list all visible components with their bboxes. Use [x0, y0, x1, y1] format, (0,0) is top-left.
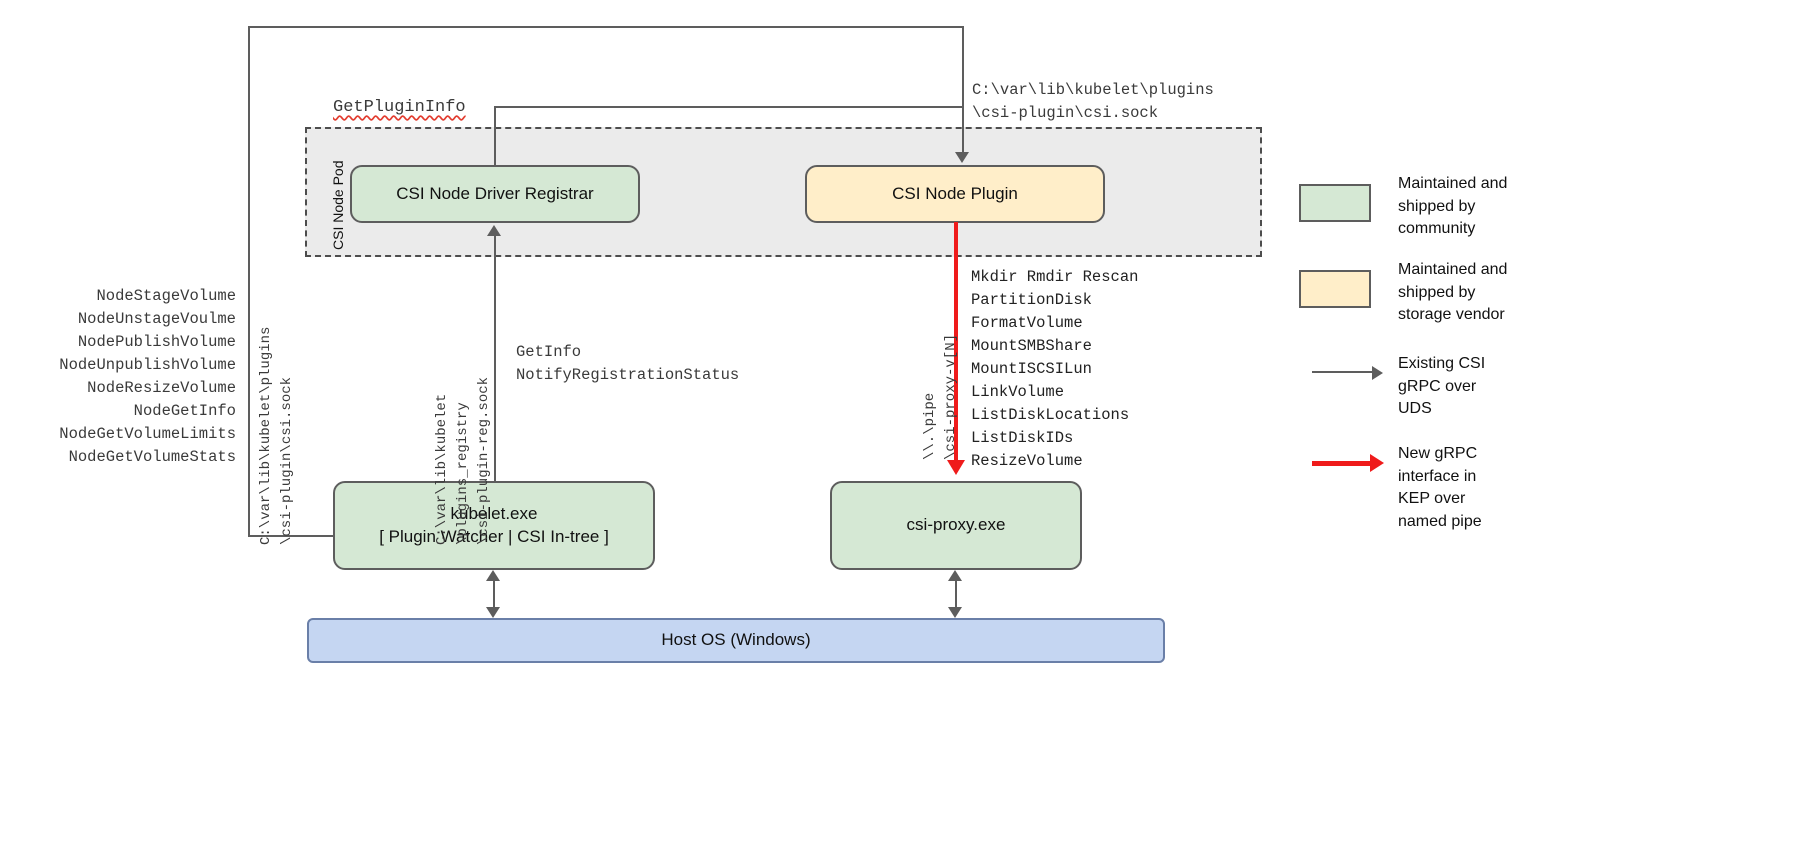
legend-swatch-community — [1299, 184, 1371, 222]
legend-swatch-storage-vendor — [1299, 270, 1371, 308]
edge-kubelet-to-plugin-seg-left — [248, 535, 335, 537]
label-registration-sock-path: C:\var\lib\kubelet \plugins_registry \cs… — [434, 376, 492, 545]
edge-kubelet-to-plugin-arrowhead — [955, 152, 969, 163]
legend-arrow-gray-head — [1372, 366, 1383, 380]
label-named-pipe-path: \\.\pipe \csi-proxy-v[N] — [922, 333, 959, 460]
legend-text-community: Maintained and shipped by community — [1398, 175, 1508, 238]
edge-plugin-to-csiproxy-arrowhead — [947, 460, 965, 475]
node-kubelet-exe[interactable]: kubelet.exe [ Plugin Watcher | CSI In-tr… — [333, 481, 655, 570]
node-kubelet-exe-title: kubelet.exe — [450, 504, 538, 524]
edge-csiproxy-to-hostos-arrowhead-up — [948, 570, 962, 581]
label-registration-calls: GetInfo NotifyRegistrationStatus — [516, 343, 740, 384]
node-csi-node-plugin-label: CSI Node Plugin — [892, 183, 1018, 203]
list-node-service-calls: NodeStageVolume NodeUnstageVoulme NodePu… — [8, 285, 236, 469]
legend-arrow-red-line — [1312, 461, 1374, 466]
edge-kubelet-to-plugin-seg-rail — [248, 26, 250, 537]
edge-kubelet-to-hostos-arrowhead-down — [486, 607, 500, 618]
node-host-os-label: Host OS (Windows) — [661, 630, 811, 650]
edge-getplugininfo-seg-across — [494, 106, 964, 108]
legend-text-new-grpc-kep: New gRPC interface in KEP over named pip… — [1398, 445, 1482, 531]
legend-arrow-gray-line — [1312, 371, 1374, 373]
edge-csiproxy-to-hostos — [955, 578, 957, 610]
node-host-os[interactable]: Host OS (Windows) — [307, 618, 1165, 663]
list-csi-proxy-apis: Mkdir Rmdir Rescan PartitionDisk FormatV… — [971, 266, 1138, 472]
csi-proxy-apis-text: Mkdir Rmdir Rescan PartitionDisk FormatV… — [971, 268, 1139, 470]
edge-kubelet-to-registrar — [494, 236, 496, 482]
legend-text-storage-vendor: Maintained and shipped by storage vendor — [1398, 261, 1508, 324]
node-csi-node-plugin[interactable]: CSI Node Plugin — [805, 165, 1105, 223]
edge-kubelet-to-hostos — [493, 578, 495, 610]
edge-kubelet-to-plugin-seg-down — [962, 26, 964, 158]
edge-plugin-to-csiproxy-red — [954, 222, 958, 462]
csi-node-pod-label: CSI Node Pod — [330, 160, 346, 251]
edge-csiproxy-to-hostos-arrowhead-down — [948, 607, 962, 618]
label-get-plugin-info: GetPluginInfo — [333, 98, 466, 117]
label-plugin-socket-path: C:\var\lib\kubelet\plugins \csi-plugin\c… — [972, 81, 1214, 122]
legend-text-existing-csi-grpc: Existing CSI gRPC over UDS — [1398, 355, 1486, 418]
edge-kubelet-to-hostos-arrowhead-up — [486, 570, 500, 581]
label-uds-path-left: C:\var\lib\kubelet\plugins \csi-plugin\c… — [258, 326, 295, 545]
edge-getplugininfo-seg-up — [494, 106, 496, 166]
legend-arrow-red-head — [1370, 454, 1384, 472]
node-service-calls-text: NodeStageVolume NodeUnstageVoulme NodePu… — [59, 287, 236, 466]
node-csi-node-driver-registrar[interactable]: CSI Node Driver Registrar — [350, 165, 640, 223]
edge-kubelet-to-plugin-seg-top — [248, 26, 964, 28]
node-csi-proxy-exe[interactable]: csi-proxy.exe — [830, 481, 1082, 570]
edge-kubelet-to-registrar-arrowhead — [487, 225, 501, 236]
node-csi-proxy-exe-label: csi-proxy.exe — [906, 515, 1006, 535]
node-kubelet-exe-subtitle: [ Plugin Watcher | CSI In-tree ] — [379, 526, 609, 546]
node-csi-node-driver-registrar-label: CSI Node Driver Registrar — [396, 183, 594, 203]
